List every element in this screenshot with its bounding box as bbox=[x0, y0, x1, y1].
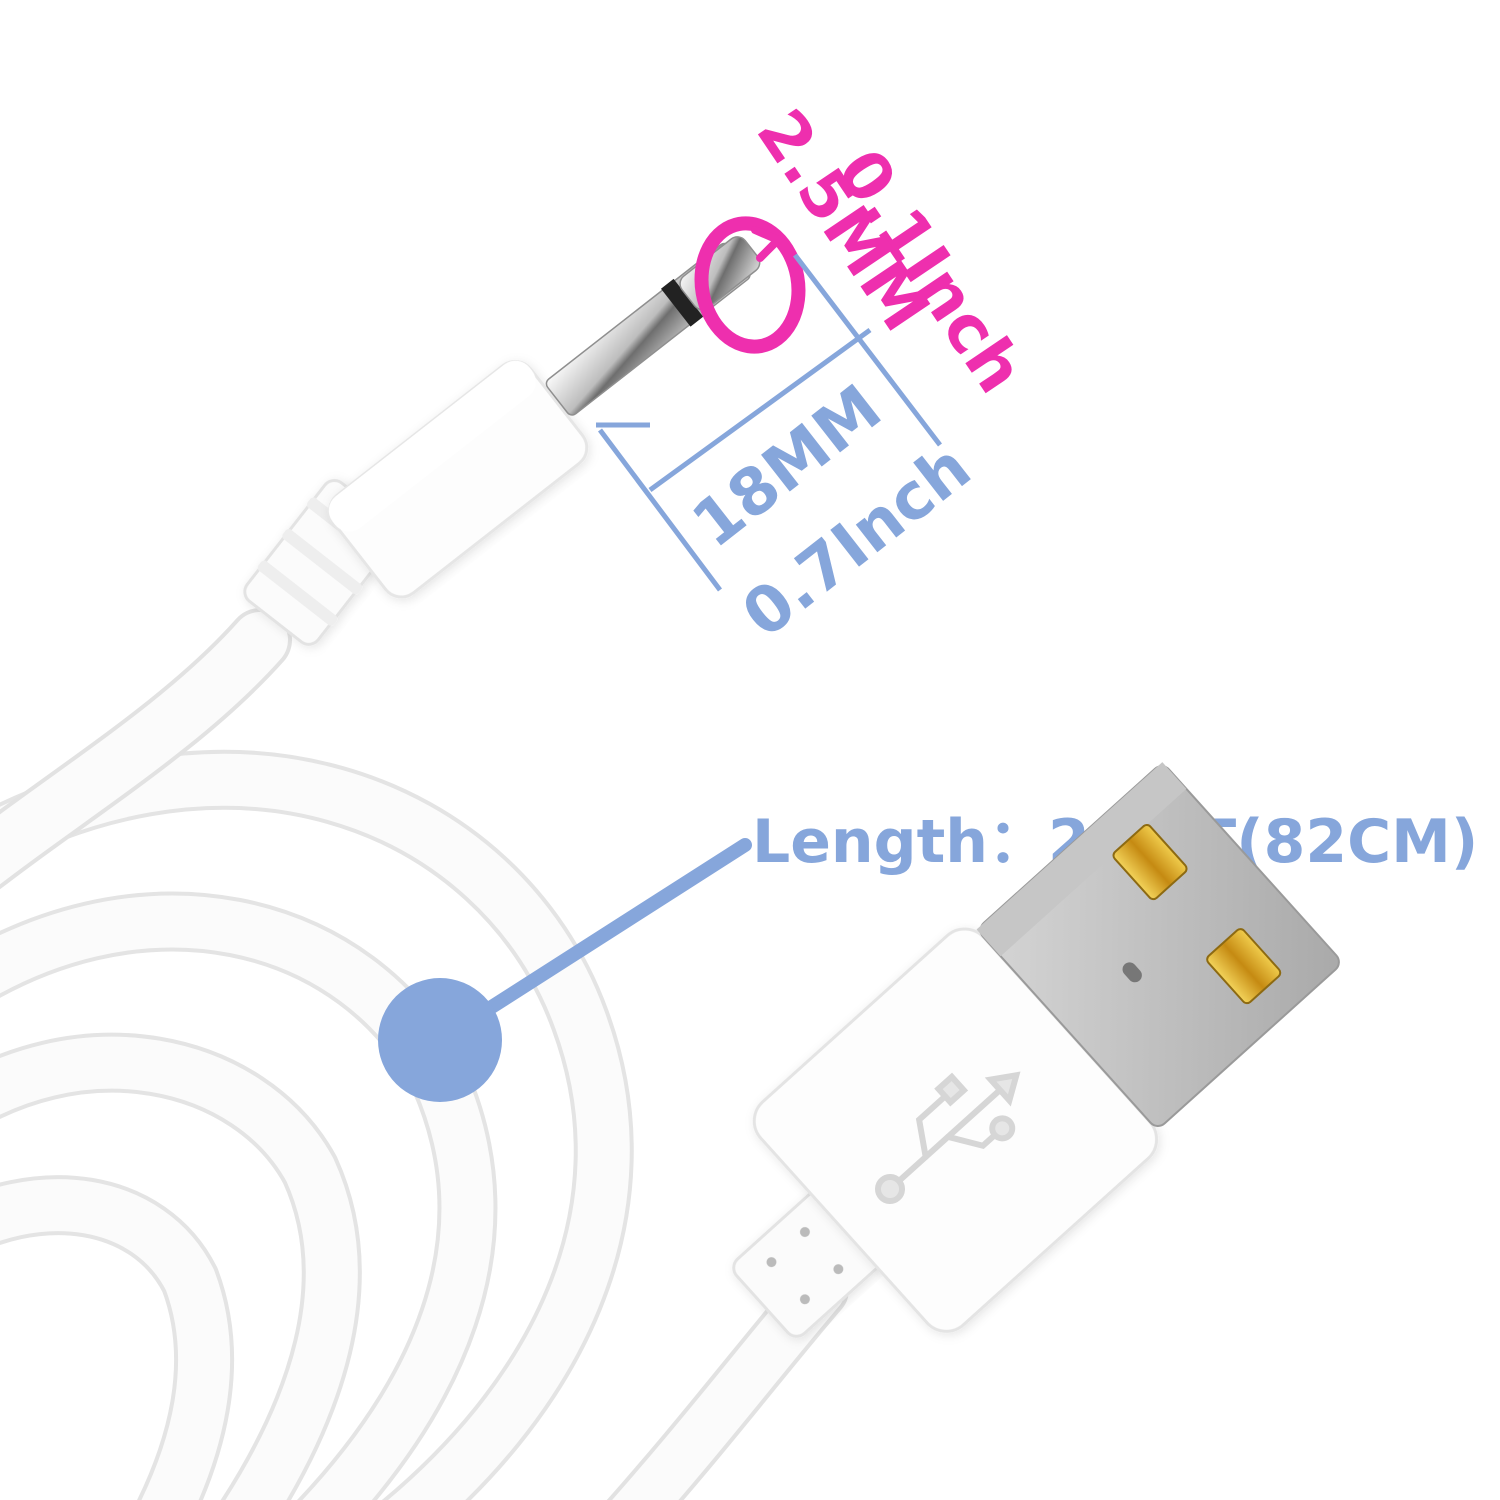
coiled-cable bbox=[0, 750, 634, 1500]
dc-plug-body bbox=[328, 359, 589, 599]
dimension-lines bbox=[596, 253, 942, 592]
usb-metal-shell bbox=[976, 762, 1340, 1127]
cable-to-dc-plug bbox=[0, 608, 292, 890]
usb-plug bbox=[732, 762, 1340, 1338]
dc-plug-pin bbox=[545, 236, 761, 416]
plug-length-labels: 18MM 0.7Inch bbox=[679, 371, 984, 653]
rotation-arrow-icon bbox=[694, 216, 806, 354]
callout-dot bbox=[378, 978, 502, 1102]
usb-icon bbox=[875, 1071, 1021, 1205]
dc-plug bbox=[243, 236, 761, 646]
usb-gold-contacts bbox=[1112, 824, 1282, 1005]
